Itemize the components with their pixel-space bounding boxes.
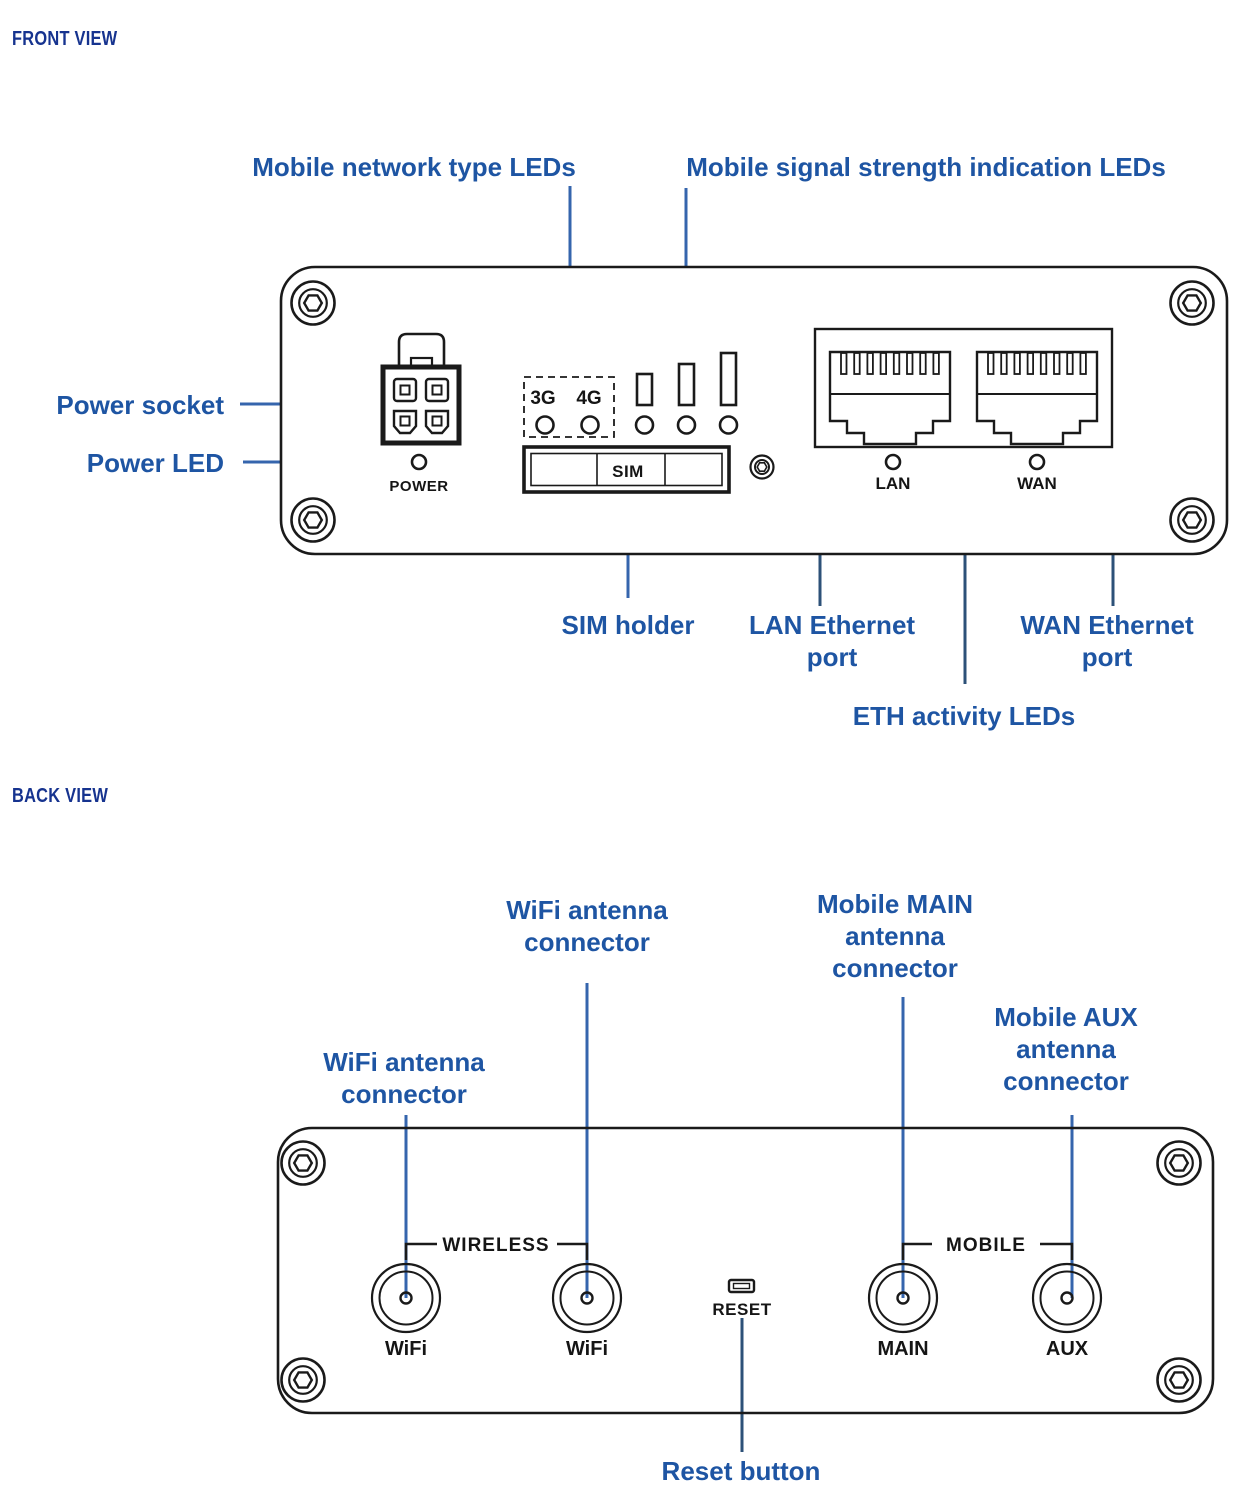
mobile-bracket-right [1040, 1242, 1074, 1260]
back-panel-drawing: WIRELESS MOBILE WiFi WiFi MAIN AUX RESET [276, 1126, 1215, 1415]
aux-label: AUX [1046, 1338, 1089, 1360]
power-led-icon [410, 453, 428, 471]
led-3g-label: 3G [530, 388, 555, 409]
reset-button-icon [727, 1278, 756, 1294]
small-screw-icon [749, 454, 775, 480]
wireless-group-label: WIRELESS [442, 1235, 549, 1256]
main-label: MAIN [877, 1338, 928, 1360]
callout-mobile-main-antenna-connector: Mobile MAIN antenna connector [817, 889, 973, 983]
front-panel-drawing: POWER 3G 4G [279, 265, 1229, 556]
callout-wan-ethernet-port: WAN Ethernet port [1020, 610, 1194, 672]
wireless-bracket-left [404, 1242, 437, 1260]
sim-label: SIM [612, 462, 644, 481]
callout-eth-activity-leds: ETH activity LEDs [852, 701, 1076, 731]
screw-icon [280, 1140, 326, 1186]
ethernet-ports-icon: LAN WAN [813, 327, 1114, 493]
callout-lan-ethernet-port: LAN Ethernet port [748, 610, 916, 672]
callout-wifi-antenna-connector-right: WiFi antenna connector [506, 895, 668, 957]
callout-mobile-signal-strength-leds: Mobile signal strength indication LEDs [686, 152, 1166, 182]
back-view-title: BACK VIEW [12, 785, 109, 807]
led-4g-label: 4G [576, 388, 601, 409]
callout-power-led: Power LED [86, 448, 224, 478]
callout-mobile-network-type-leds: Mobile network type LEDs [252, 152, 576, 182]
screw-icon [1156, 1140, 1202, 1186]
mobile-bracket-left [901, 1242, 932, 1260]
callout-sim-holder: SIM holder [561, 610, 695, 640]
callout-wifi-antenna-connector-left: WiFi antenna connector [323, 1047, 485, 1109]
callout-mobile-aux-antenna-connector: Mobile AUX antenna connector [994, 1002, 1138, 1096]
wifi2-label: WiFi [566, 1338, 608, 1360]
callout-power-socket: Power socket [56, 390, 224, 420]
screw-icon [1156, 1357, 1202, 1403]
screw-icon [280, 1357, 326, 1403]
sim-holder-icon: SIM [522, 445, 731, 494]
lan-label: LAN [876, 474, 911, 493]
wifi1-label: WiFi [385, 1338, 427, 1360]
callout-reset-button: Reset button [661, 1456, 821, 1486]
wan-label: WAN [1017, 474, 1057, 493]
power-socket-icon [380, 332, 462, 446]
mobile-group-label: MOBILE [946, 1235, 1026, 1256]
front-view-title: FRONT VIEW [12, 28, 118, 50]
power-label: POWER [389, 478, 448, 495]
signal-strength-leds-icon [634, 351, 739, 435]
reset-label: RESET [712, 1300, 771, 1319]
network-type-leds-icon: 3G 4G [523, 376, 615, 438]
aux-antenna-connector-icon [1031, 1262, 1103, 1334]
wireless-bracket-right [557, 1242, 589, 1260]
